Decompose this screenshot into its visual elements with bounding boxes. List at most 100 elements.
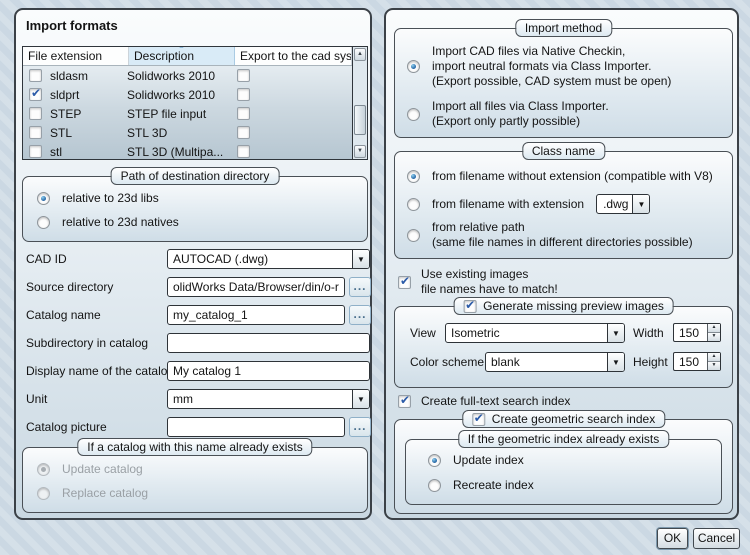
width-stepper[interactable]: 150 ▲ ▼ bbox=[673, 323, 721, 342]
unit-label: Unit bbox=[26, 392, 48, 406]
color-scheme-select[interactable]: blank ▼ bbox=[485, 352, 625, 372]
radio-icon[interactable] bbox=[428, 454, 441, 467]
radio-icon[interactable] bbox=[407, 228, 420, 242]
sort-ascending-icon: ▲ bbox=[178, 47, 185, 50]
chevron-down-icon[interactable]: ▼ bbox=[607, 353, 624, 371]
chevron-down-icon[interactable]: ▼ bbox=[352, 250, 369, 268]
path-destination-group: Path of destination directory relative t… bbox=[22, 167, 368, 242]
table-row[interactable]: sldasm Solidworks 2010 bbox=[23, 66, 352, 85]
row-export-checkbox[interactable] bbox=[237, 107, 250, 120]
row-export-checkbox[interactable] bbox=[237, 145, 250, 158]
unit-value: mm bbox=[173, 392, 193, 406]
checkbox-icon[interactable] bbox=[398, 393, 411, 408]
checkbox-label: Create full-text search index bbox=[421, 394, 571, 408]
group-title-with-checkbox: Generate missing preview images bbox=[453, 297, 674, 315]
height-stepper[interactable]: 150 ▲ ▼ bbox=[673, 352, 721, 371]
cell-description: STL 3D (Multipa... bbox=[127, 144, 224, 159]
catalog-name-input[interactable]: my_catalog_1 bbox=[167, 305, 345, 325]
spin-up-icon[interactable]: ▲ bbox=[708, 324, 720, 333]
scroll-down-icon[interactable]: ▼ bbox=[354, 145, 366, 158]
cell-description: Solidworks 2010 bbox=[127, 87, 216, 102]
subdirectory-input[interactable] bbox=[167, 333, 370, 353]
radio-label: Import all files via Class Importer. (Ex… bbox=[432, 99, 609, 128]
radio-relative-path[interactable]: from relative path (same file names in d… bbox=[407, 220, 693, 250]
cancel-button[interactable]: Cancel bbox=[693, 528, 740, 549]
display-name-input[interactable]: My catalog 1 bbox=[167, 361, 370, 381]
radio-icon[interactable] bbox=[407, 197, 420, 211]
table-row[interactable]: STL STL 3D bbox=[23, 123, 352, 142]
import-options-panel: Import method Import CAD files via Nativ… bbox=[384, 8, 739, 520]
column-file-extension[interactable]: File extension bbox=[23, 47, 129, 65]
extension-select[interactable]: .dwg ▼ bbox=[596, 194, 651, 214]
view-select[interactable]: Isometric ▼ bbox=[445, 323, 625, 343]
source-directory-browse-button[interactable]: ... bbox=[349, 277, 371, 297]
spin-down-icon[interactable]: ▼ bbox=[708, 333, 720, 341]
preview-images-group: Generate missing preview images View Iso… bbox=[394, 297, 733, 388]
group-title: Generate missing preview images bbox=[483, 299, 664, 313]
catalog-picture-browse-button[interactable]: ... bbox=[349, 417, 371, 437]
table-row[interactable]: stl STL 3D (Multipa... bbox=[23, 142, 352, 159]
radio-icon[interactable] bbox=[407, 170, 420, 183]
unit-select[interactable]: mm ▼ bbox=[167, 389, 370, 409]
radio-icon[interactable] bbox=[407, 60, 420, 73]
chevron-down-icon[interactable]: ▼ bbox=[607, 324, 624, 342]
radio-label: from relative path (same file names in d… bbox=[432, 220, 693, 249]
catalog-picture-label: Catalog picture bbox=[26, 420, 107, 434]
checkbox-icon[interactable] bbox=[398, 274, 411, 289]
radio-class-importer[interactable]: Import all files via Class Importer. (Ex… bbox=[407, 99, 609, 129]
chevron-down-icon[interactable]: ▼ bbox=[352, 390, 369, 408]
radio-icon[interactable] bbox=[37, 192, 50, 205]
group-title-with-checkbox: Create geometric search index bbox=[461, 410, 666, 428]
table-row[interactable]: STEP STEP file input bbox=[23, 104, 352, 123]
radio-update-index[interactable]: Update index bbox=[428, 453, 524, 468]
panel-title: Import formats bbox=[26, 18, 118, 33]
fulltext-index-checkbox[interactable]: Create full-text search index bbox=[398, 393, 571, 409]
catalog-picture-input[interactable] bbox=[167, 417, 345, 437]
formats-table-body: sldasm Solidworks 2010 sldprt Solidworks… bbox=[23, 66, 352, 159]
table-row[interactable]: sldprt Solidworks 2010 bbox=[23, 85, 352, 104]
checkbox-icon[interactable] bbox=[463, 298, 477, 313]
radio-filename-without-extension[interactable]: from filename without extension (compati… bbox=[407, 169, 713, 184]
row-include-checkbox[interactable] bbox=[29, 126, 42, 139]
radio-relative-23d-libs[interactable]: relative to 23d libs bbox=[37, 191, 159, 206]
radio-recreate-index[interactable]: Recreate index bbox=[428, 478, 534, 493]
catalog-name-label: Catalog name bbox=[26, 308, 101, 322]
radio-relative-23d-natives[interactable]: relative to 23d natives bbox=[37, 215, 179, 230]
use-existing-images-checkbox[interactable]: Use existing images file names have to m… bbox=[398, 267, 558, 297]
row-include-checkbox[interactable] bbox=[29, 69, 42, 82]
source-directory-input[interactable]: olidWorks Data/Browser/din/o-rings bbox=[167, 277, 345, 297]
radio-icon[interactable] bbox=[407, 107, 420, 121]
table-scrollbar[interactable]: ▲ ▼ bbox=[352, 47, 367, 159]
cad-id-select[interactable]: AUTOCAD (.dwg) ▼ bbox=[167, 249, 370, 269]
row-include-checkbox[interactable] bbox=[29, 145, 42, 158]
row-export-checkbox[interactable] bbox=[237, 126, 250, 139]
radio-label: Recreate index bbox=[453, 478, 534, 492]
cad-id-label: CAD ID bbox=[26, 252, 67, 266]
chevron-down-icon[interactable]: ▼ bbox=[632, 195, 650, 213]
radio-icon[interactable] bbox=[37, 216, 50, 229]
checkbox-icon[interactable] bbox=[471, 411, 485, 426]
row-include-checkbox[interactable] bbox=[29, 86, 42, 101]
radio-filename-with-extension[interactable]: from filename with extension .dwg ▼ bbox=[407, 194, 651, 214]
source-directory-value: olidWorks Data/Browser/din/o-rings bbox=[173, 280, 339, 294]
spin-down-icon[interactable]: ▼ bbox=[708, 362, 720, 370]
ok-button[interactable]: OK bbox=[657, 528, 688, 549]
display-name-label: Display name of the catalog bbox=[26, 364, 175, 378]
spin-up-icon[interactable]: ▲ bbox=[708, 353, 720, 362]
radio-native-checkin[interactable]: Import CAD files via Native Checkin, imp… bbox=[407, 44, 671, 89]
radio-label: from filename without extension (compati… bbox=[432, 169, 713, 183]
cell-extension: stl bbox=[50, 144, 62, 159]
column-description[interactable]: ▲ Description bbox=[129, 47, 235, 65]
column-export[interactable]: Export to the cad system bbox=[235, 47, 352, 65]
radio-icon[interactable] bbox=[428, 479, 441, 492]
row-include-checkbox[interactable] bbox=[29, 107, 42, 120]
row-export-checkbox[interactable] bbox=[237, 88, 250, 101]
catalog-name-value: my_catalog_1 bbox=[173, 308, 248, 322]
group-title: Class name bbox=[521, 142, 606, 160]
width-value: 150 bbox=[679, 326, 700, 340]
scrollbar-thumb[interactable] bbox=[354, 105, 366, 135]
row-export-checkbox[interactable] bbox=[237, 69, 250, 82]
scroll-up-icon[interactable]: ▲ bbox=[354, 48, 366, 61]
catalog-name-browse-button[interactable]: ... bbox=[349, 305, 371, 325]
radio-label: relative to 23d libs bbox=[62, 191, 159, 205]
